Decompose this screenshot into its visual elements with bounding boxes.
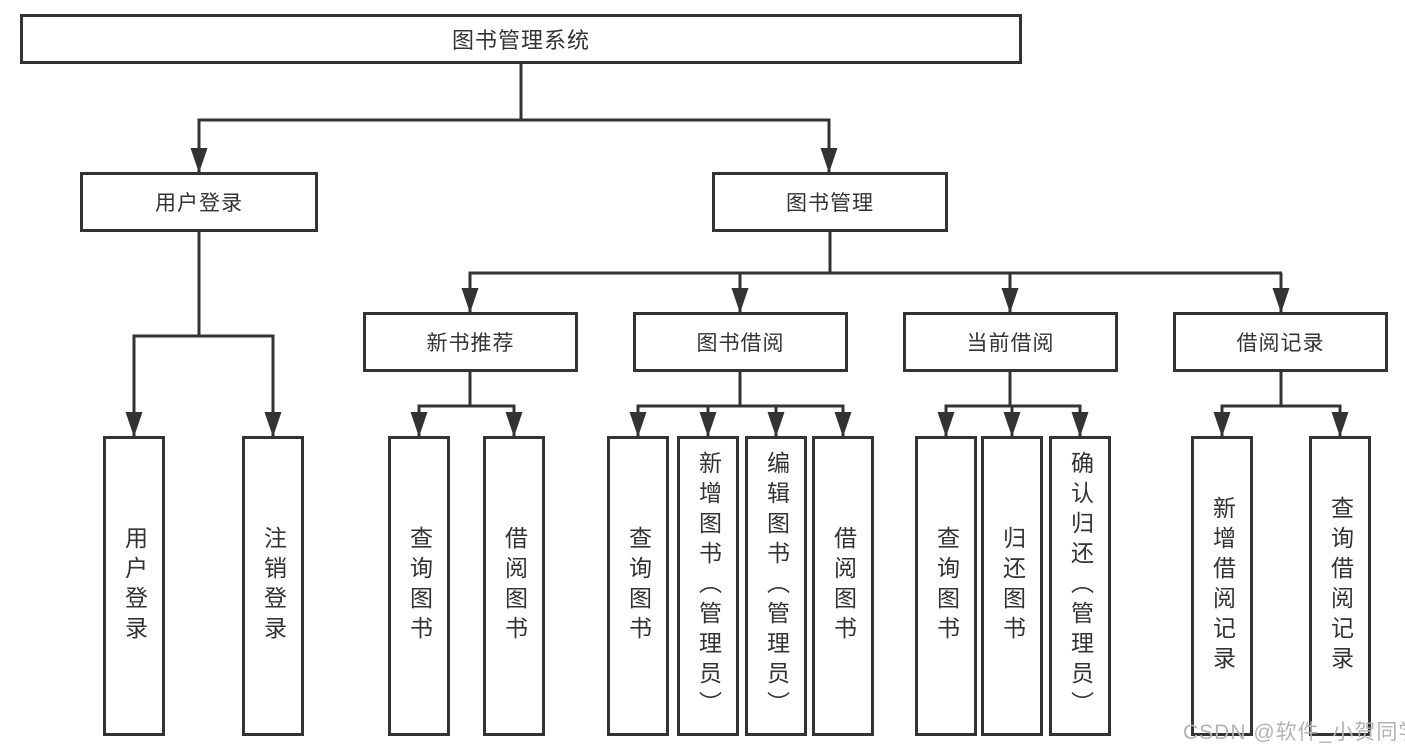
node-current-borrow-label: 当前借阅 <box>966 332 1055 355</box>
node-borrow-records-label: 借阅记录 <box>1236 332 1325 355</box>
node-book-management-label: 图书管理 <box>786 192 874 215</box>
leaf-edit-books-admin: 编辑图书（管理员） <box>745 436 807 736</box>
leaf-user-login-label: 用户登录 <box>121 526 148 646</box>
node-book-management: 图书管理 <box>712 172 948 232</box>
leaf-query-books-borrow-label: 查询图书 <box>625 526 652 646</box>
leaf-borrow-books-recommend-label: 借阅图书 <box>501 526 528 646</box>
leaf-query-borrow-record: 查询借阅记录 <box>1309 436 1371 736</box>
leaf-query-borrow-record-label: 查询借阅记录 <box>1327 496 1354 676</box>
leaf-logout-label: 注销登录 <box>260 526 287 646</box>
leaf-query-books-recommend: 查询图书 <box>388 436 450 736</box>
leaf-add-books-admin: 新增图书（管理员） <box>677 436 739 736</box>
leaf-edit-books-admin-label: 编辑图书（管理员） <box>763 451 790 721</box>
edges-new-book-rec-to-leaves <box>410 372 523 437</box>
node-library-system-label: 图书管理系统 <box>451 28 590 53</box>
leaf-return-books: 归还图书 <box>981 436 1043 736</box>
leaf-add-books-admin-label: 新增图书（管理员） <box>695 451 722 721</box>
leaf-query-books-current: 查询图书 <box>915 436 977 736</box>
leaf-return-books-label: 归还图书 <box>999 526 1026 646</box>
leaf-query-books-recommend-label: 查询图书 <box>406 526 433 646</box>
leaf-confirm-return-admin: 确认归还（管理员） <box>1049 436 1111 736</box>
node-new-book-recommend-label: 新书推荐 <box>426 332 515 355</box>
leaf-logout: 注销登录 <box>242 436 304 736</box>
node-book-borrow-label: 图书借阅 <box>696 332 785 355</box>
node-new-book-recommend: 新书推荐 <box>363 312 578 372</box>
node-library-system: 图书管理系统 <box>20 14 1022 64</box>
leaf-borrow-books-label: 借阅图书 <box>830 526 857 646</box>
edges-root-to-level2 <box>190 63 838 173</box>
edges-book-mgmt-to-level3 <box>461 232 1290 313</box>
node-current-borrow: 当前借阅 <box>903 312 1118 372</box>
edges-user-login-to-leaves <box>125 232 282 437</box>
node-borrow-records: 借阅记录 <box>1173 312 1388 372</box>
node-book-borrow: 图书借阅 <box>633 312 848 372</box>
csdn-watermark: CSDN @软件_小贺同学 <box>1183 721 1405 744</box>
leaf-add-borrow-record-label: 新增借阅记录 <box>1209 496 1236 676</box>
leaf-borrow-books-recommend: 借阅图书 <box>483 436 545 736</box>
leaf-add-borrow-record: 新增借阅记录 <box>1191 436 1253 736</box>
leaf-query-books-current-label: 查询图书 <box>933 526 960 646</box>
leaf-borrow-books: 借阅图书 <box>812 436 874 736</box>
node-user-login: 用户登录 <box>80 172 318 232</box>
edges-borrow-records-to-leaves <box>1213 372 1349 437</box>
node-user-login-label: 用户登录 <box>155 192 243 215</box>
leaf-query-books-borrow: 查询图书 <box>607 436 669 736</box>
edges-current-borrow-to-leaves <box>937 372 1089 437</box>
leaf-user-login: 用户登录 <box>103 436 165 736</box>
edges-book-borrow-to-leaves <box>629 372 852 437</box>
leaf-confirm-return-admin-label: 确认归还（管理员） <box>1067 451 1094 721</box>
